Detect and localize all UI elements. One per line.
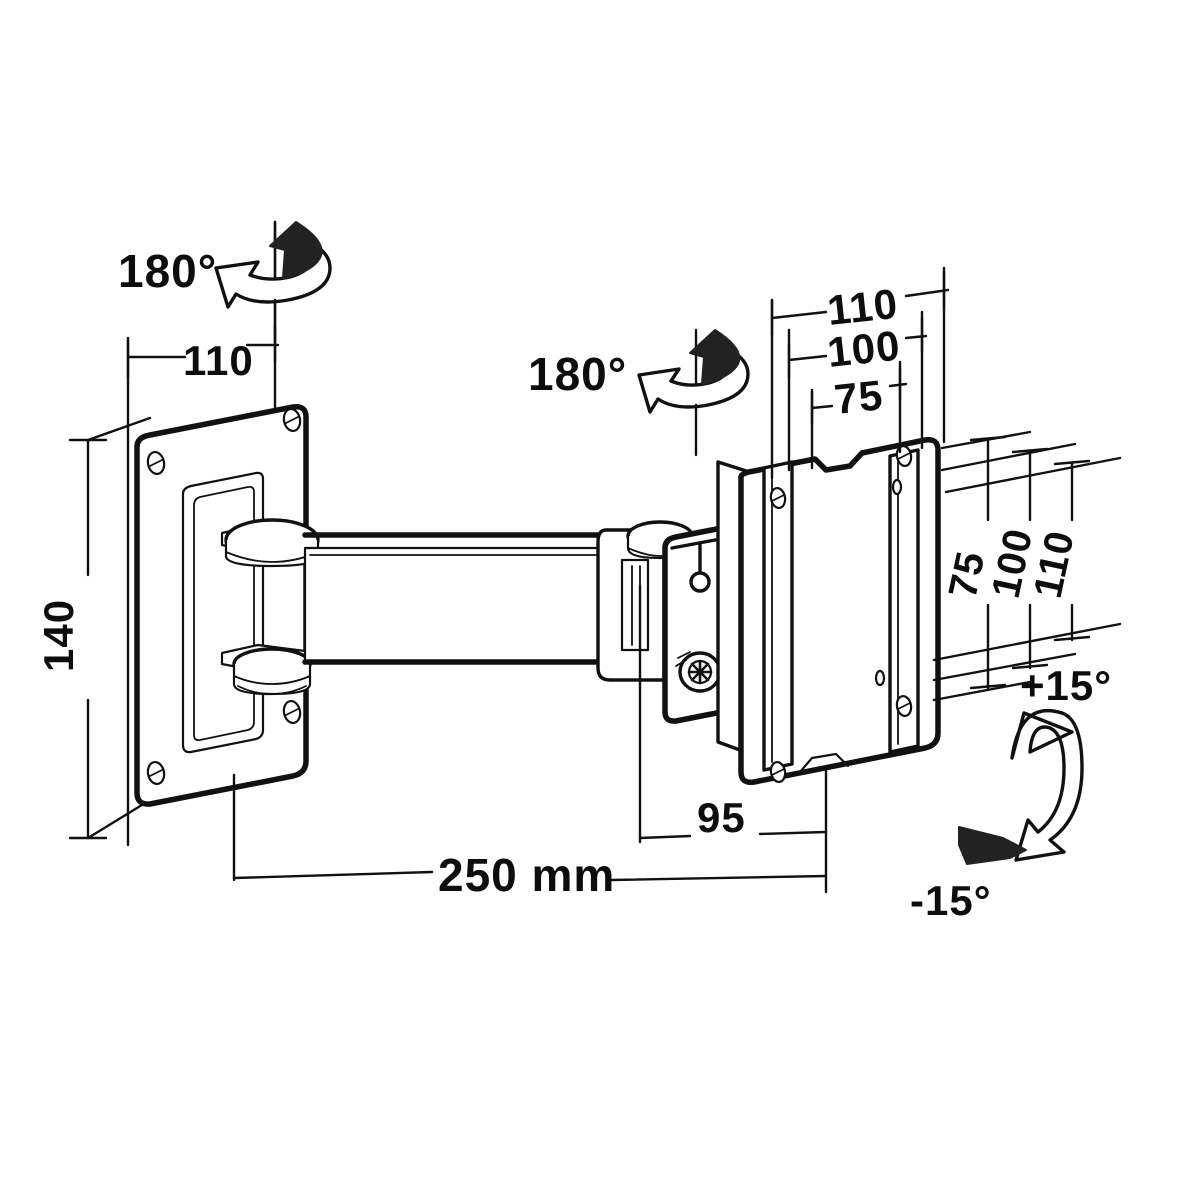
dimension-group-vesa-height (932, 430, 1122, 702)
screw-hole (769, 486, 787, 510)
extension-arm (302, 532, 617, 665)
label-vesa-side-75: 75 (941, 547, 994, 602)
wall-swivel-joint (220, 518, 320, 696)
label-extension-max: 250 mm (438, 849, 615, 901)
dimension-group-vesa-width (770, 266, 950, 480)
label-vesa-top-100: 100 (825, 322, 903, 376)
screw-hole (895, 694, 913, 718)
screw-hole (769, 760, 787, 784)
label-rotation-wall: 180° (118, 245, 217, 297)
screw-hole (146, 450, 166, 476)
label-depth-min: 95 (697, 794, 746, 841)
dimension-group-depth (232, 584, 828, 894)
label-rotation-arm: 180° (528, 348, 627, 400)
screw-hole (146, 760, 166, 786)
rotation-arrow-icon-arm (637, 328, 750, 457)
label-wall-plate-width: 110 (183, 337, 254, 384)
label-tilt-down: -15° (910, 877, 992, 924)
label-tilt-up: +15° (1020, 662, 1112, 709)
label-wall-plate-height: 140 (35, 599, 82, 672)
label-vesa-top-75: 75 (832, 371, 885, 423)
tilt-arrow-icon (958, 708, 1084, 865)
screw-hole (282, 407, 302, 433)
rotation-arrow-icon-wall (214, 220, 332, 342)
screw-hole (282, 699, 302, 725)
label-vesa-top-110: 110 (825, 280, 900, 334)
